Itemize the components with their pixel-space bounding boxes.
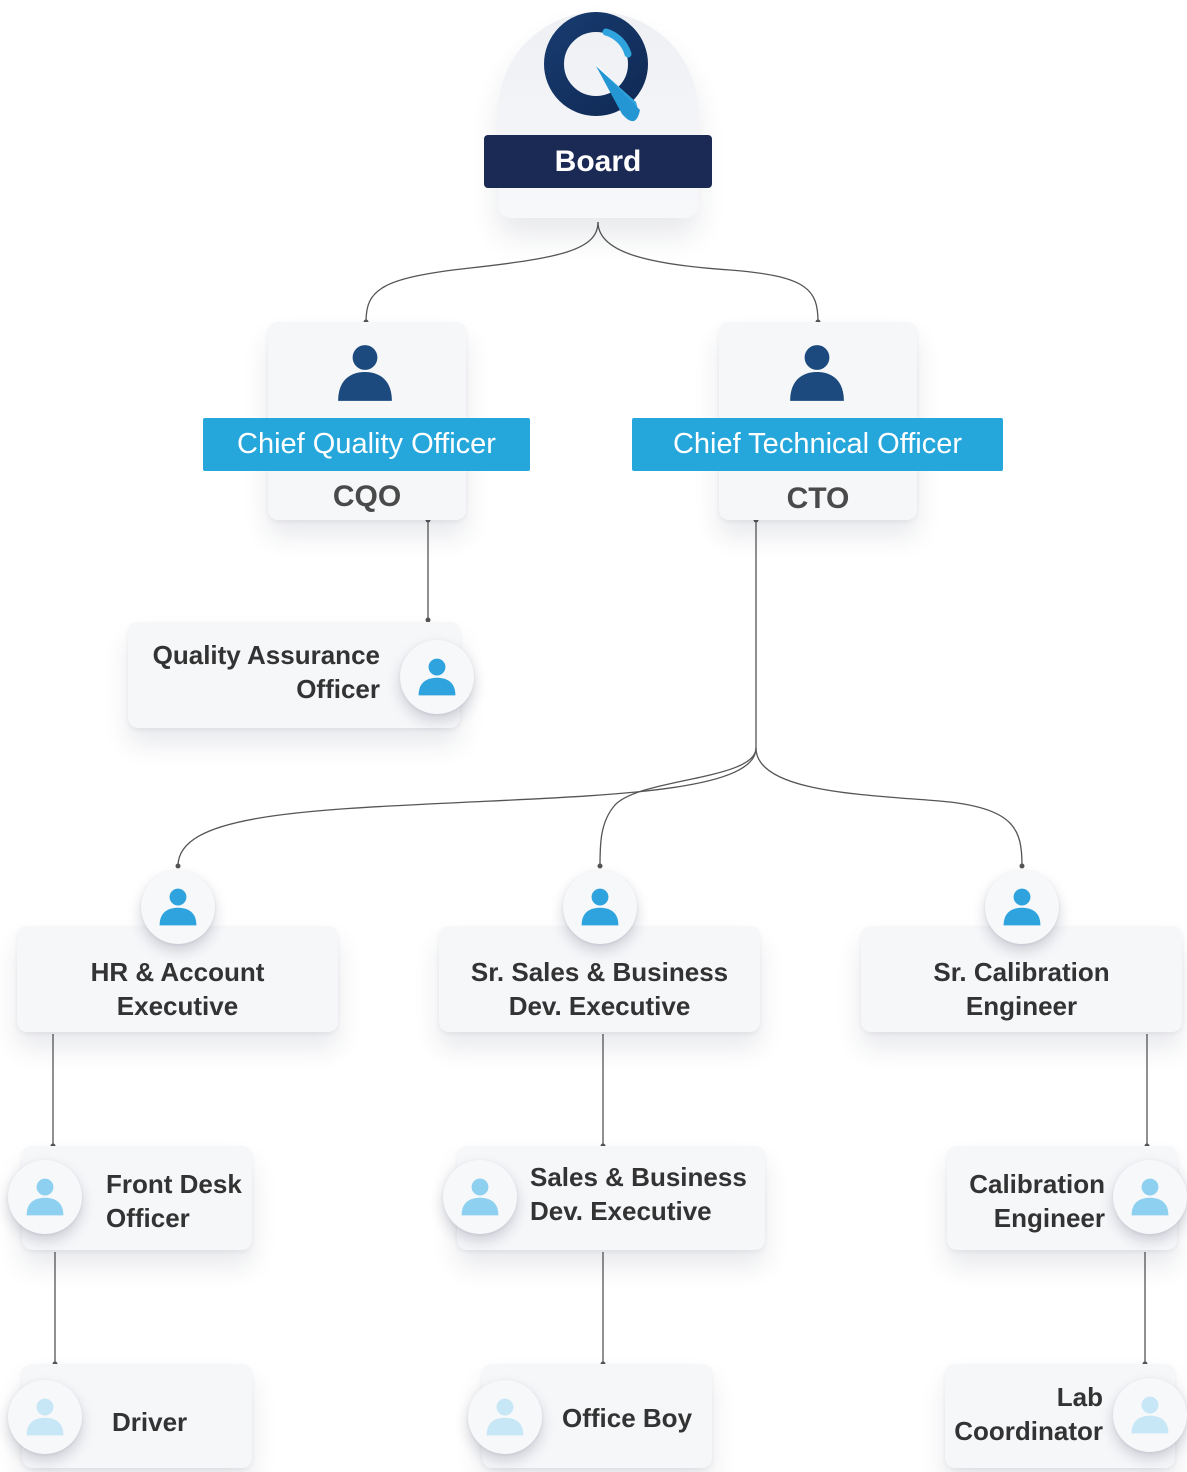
person-icon bbox=[1113, 1160, 1187, 1234]
person-icon bbox=[1113, 1378, 1187, 1452]
person-icon bbox=[141, 870, 215, 944]
person-icon bbox=[8, 1380, 82, 1454]
lab-coordinator-label: Lab Coordinator bbox=[954, 1382, 1103, 1446]
cto-abbr: CTO bbox=[786, 482, 850, 515]
front-desk-label: Front Desk Officer bbox=[106, 1169, 242, 1233]
person-icon bbox=[468, 1380, 542, 1454]
calibration-eng-label: Calibration Engineer bbox=[969, 1169, 1105, 1233]
person-icon bbox=[443, 1160, 517, 1234]
sr-calibration-label: Sr. Calibration Engineer bbox=[933, 957, 1110, 1021]
cto-title: Chief Technical Officer bbox=[632, 418, 1003, 471]
cqo-title: Chief Quality Officer bbox=[203, 418, 530, 471]
person-icon bbox=[338, 345, 392, 401]
q-logo-icon bbox=[544, 12, 648, 122]
cqo-abbr: CQO bbox=[332, 480, 402, 513]
qa-officer-label: Quality Assurance Officer bbox=[152, 640, 380, 704]
hr-account-label: HR & Account Executive bbox=[90, 957, 265, 1021]
person-icon bbox=[790, 345, 844, 401]
sr-sales-label: Sr. Sales & Business Dev. Executive bbox=[470, 957, 729, 1021]
person-icon bbox=[8, 1160, 82, 1234]
person-icon bbox=[400, 640, 474, 714]
sales-exec-label: Sales & Business Dev. Executive bbox=[530, 1162, 747, 1226]
driver-label: Driver bbox=[112, 1407, 188, 1437]
board-label: Board bbox=[484, 135, 712, 188]
person-icon bbox=[563, 870, 637, 944]
person-icon bbox=[985, 870, 1059, 944]
office-boy-label: Office Boy bbox=[562, 1403, 693, 1433]
